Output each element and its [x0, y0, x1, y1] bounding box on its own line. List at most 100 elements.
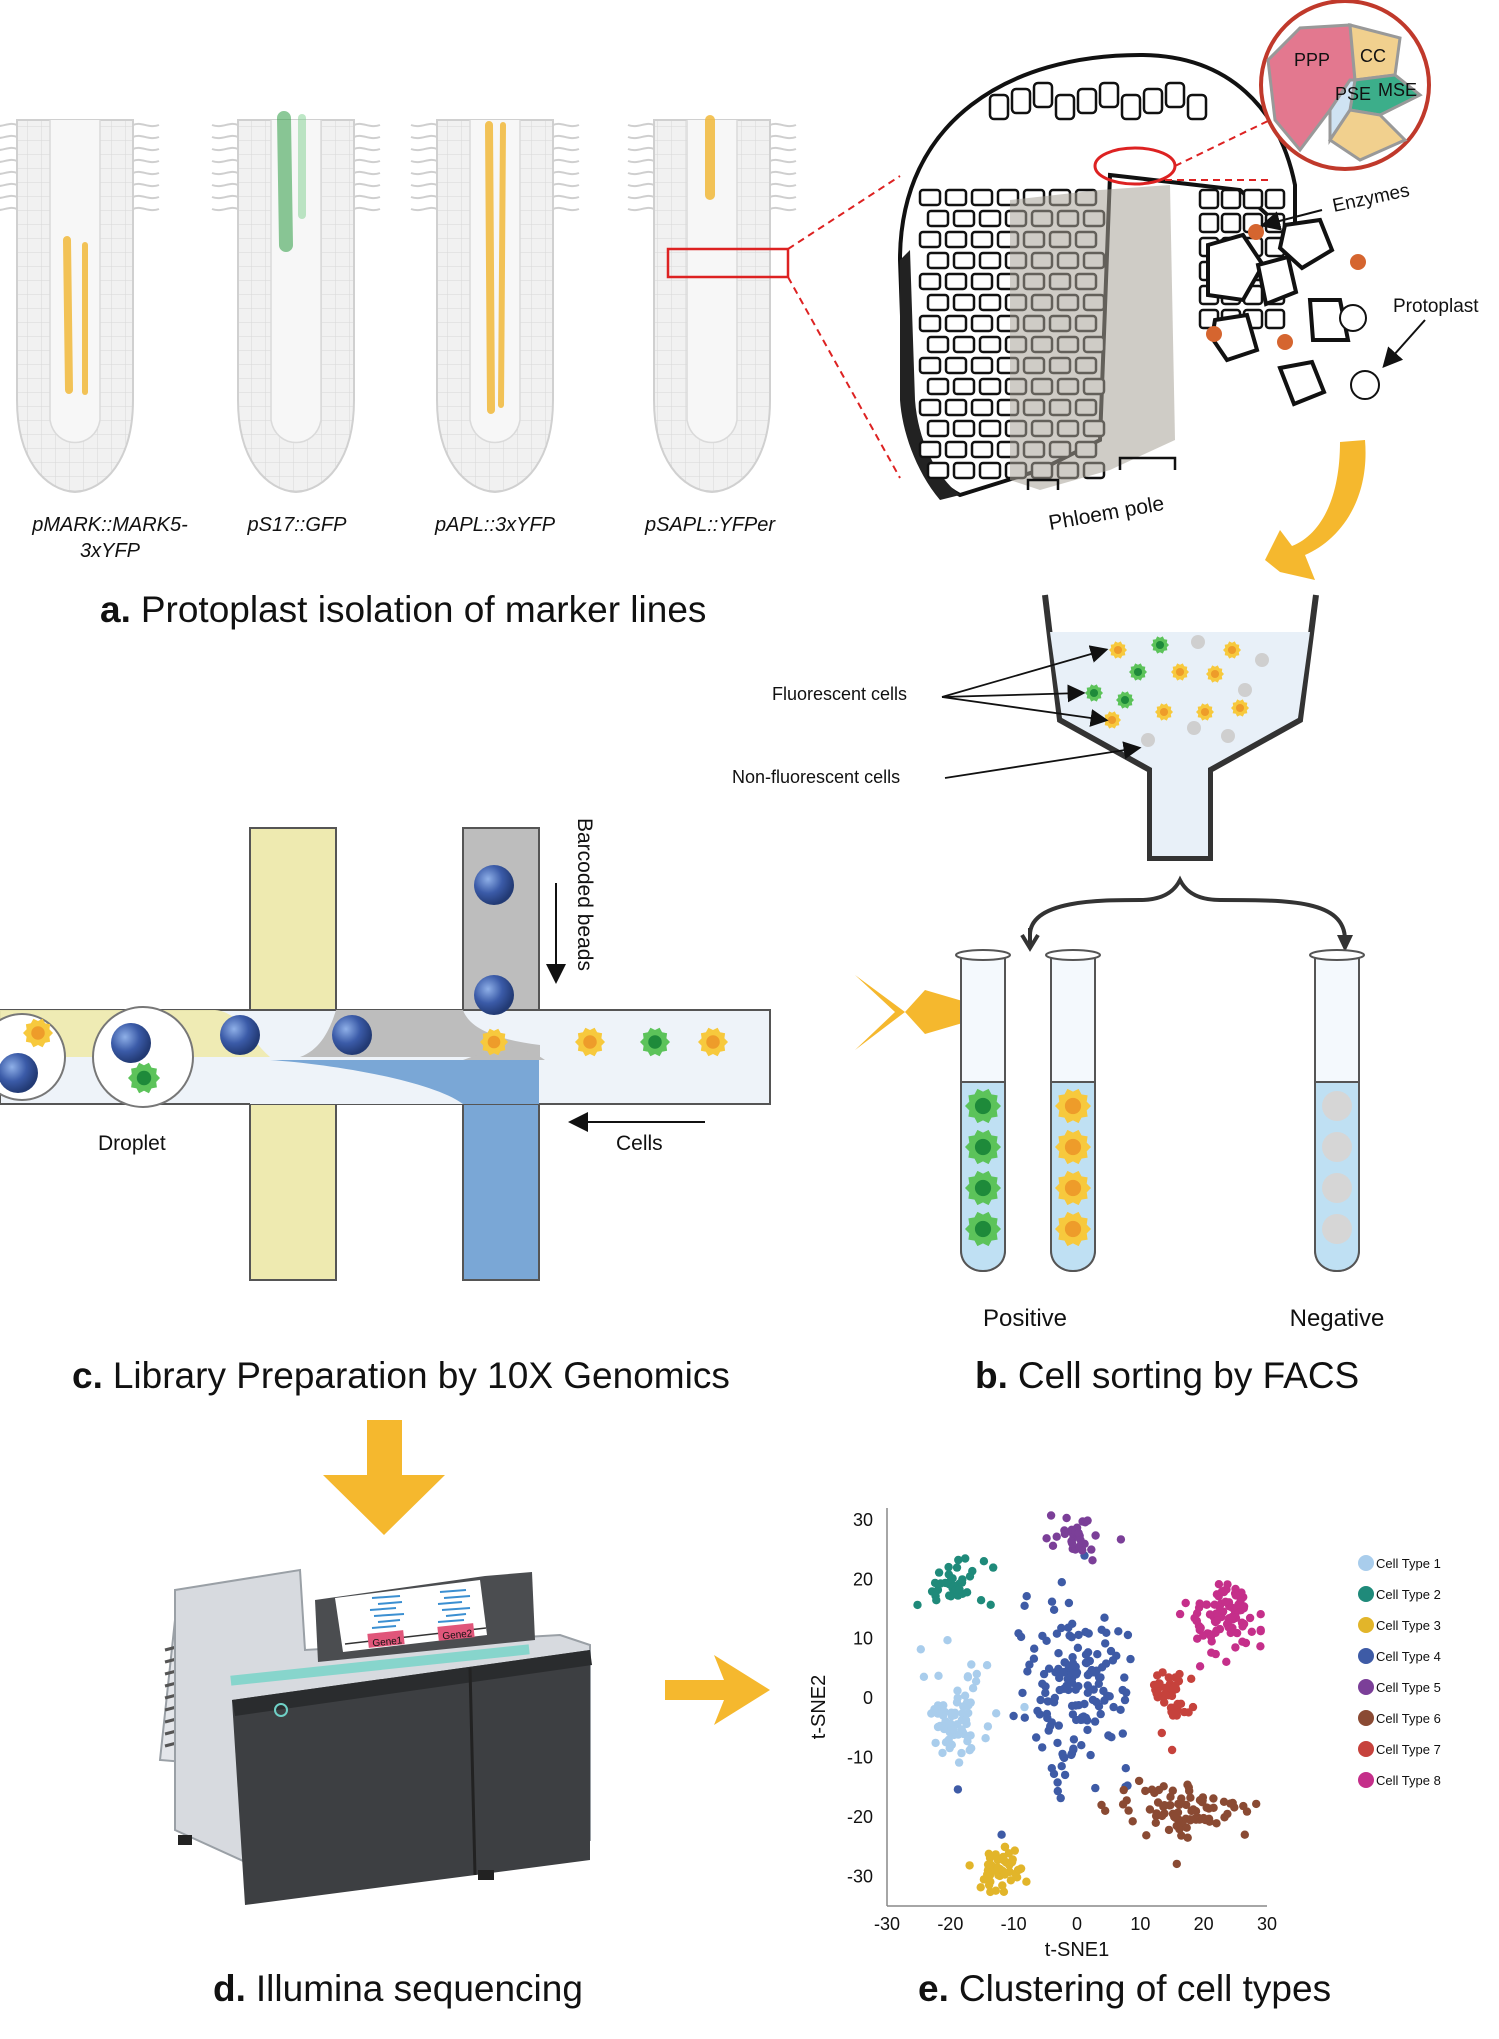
series-cell-type-8	[1175, 1580, 1265, 1671]
root-hair	[132, 206, 160, 212]
data-point	[955, 1585, 964, 1594]
data-point	[960, 1691, 970, 1700]
root-hair	[0, 122, 18, 127]
gene1-box	[367, 1630, 405, 1648]
data-point	[1109, 1702, 1118, 1712]
enzymes-label: Enzymes	[1331, 180, 1412, 217]
data-point	[982, 1661, 992, 1670]
root-hair	[627, 122, 655, 128]
data-point	[962, 1698, 972, 1707]
data-point	[1100, 1613, 1109, 1622]
y-axis-label: t-SNE2	[808, 1675, 830, 1739]
data-point	[1164, 1673, 1174, 1682]
data-point	[1052, 1532, 1061, 1541]
data-point	[1116, 1535, 1126, 1544]
cell	[978, 251, 1002, 270]
legend-marker	[1358, 1648, 1374, 1664]
cell	[970, 398, 994, 417]
cell	[1231, 699, 1249, 717]
cell	[952, 461, 976, 480]
cell	[1142, 87, 1164, 115]
data-point	[1038, 1743, 1047, 1752]
cell	[926, 377, 950, 396]
data-point	[1054, 1721, 1064, 1730]
data-point	[1084, 1629, 1093, 1638]
phloem-pole-label: Phloem pole	[1047, 492, 1166, 535]
x-tick-label: 10	[1130, 1914, 1150, 1934]
cell	[1220, 188, 1242, 210]
data-point	[1009, 1711, 1018, 1721]
legend-item: Cell Type 3	[1358, 1617, 1441, 1633]
cell	[1054, 93, 1076, 121]
data-point	[1068, 1653, 1077, 1662]
root-hair	[410, 170, 438, 176]
data-point	[1190, 1814, 1199, 1824]
cell	[1191, 635, 1205, 649]
root-hair	[410, 134, 438, 140]
data-point	[1153, 1671, 1162, 1680]
x-axis-label: t-SNE1	[1045, 1939, 1109, 1961]
data-point	[1181, 1598, 1190, 1608]
data-point	[1222, 1657, 1231, 1667]
y-tick-label: 20	[853, 1569, 873, 1589]
panel-title-text: Protoplast isolation of marker lines	[141, 589, 707, 630]
data-point	[1228, 1623, 1237, 1633]
data-point	[1174, 1799, 1183, 1809]
cell-label-cc: CC	[1360, 46, 1386, 66]
panel-title-text: Library Preparation by 10X Genomics	[113, 1355, 730, 1396]
data-point	[1036, 1695, 1045, 1705]
data-point	[934, 1671, 943, 1681]
data-point	[1018, 1688, 1027, 1698]
data-point	[1060, 1529, 1070, 1539]
data-point	[934, 1568, 944, 1577]
data-point	[1101, 1639, 1110, 1648]
panel-letter: c.	[72, 1355, 103, 1396]
root-hair	[627, 158, 655, 164]
data-point	[1126, 1654, 1135, 1664]
cell	[970, 230, 994, 249]
data-point	[1252, 1799, 1261, 1809]
root-hair	[353, 194, 381, 200]
data-point	[1039, 1669, 1049, 1679]
cell	[944, 398, 968, 417]
data-point	[1182, 1823, 1191, 1832]
cell	[944, 188, 968, 207]
data-point	[1192, 1609, 1202, 1618]
panel-title-text: Illumina sequencing	[256, 1968, 583, 2009]
root-hair	[552, 194, 580, 200]
data-point	[1076, 1535, 1085, 1545]
data-point	[930, 1578, 940, 1588]
marker-label: pAPL::3xYFP	[434, 514, 556, 536]
legend-marker	[1358, 1617, 1374, 1633]
root-hair	[0, 170, 18, 175]
cell	[1223, 641, 1241, 659]
sorted-tubes	[955, 949, 1365, 1272]
data-point	[1153, 1798, 1163, 1807]
data-point	[1177, 1831, 1186, 1840]
legend-item: Cell Type 2	[1358, 1586, 1441, 1602]
data-point	[1256, 1627, 1265, 1636]
cell-nucleus	[974, 1179, 992, 1197]
data-point	[1193, 1634, 1202, 1643]
data-point	[984, 1880, 994, 1890]
data-point	[1099, 1686, 1108, 1696]
cell	[1032, 81, 1054, 109]
data-point	[931, 1738, 940, 1748]
cell	[944, 314, 968, 333]
cell-nucleus	[648, 1035, 662, 1049]
legend-marker	[1358, 1586, 1374, 1602]
arrow-a-to-b	[1265, 440, 1366, 580]
root-hair	[627, 134, 655, 140]
data-point	[1053, 1738, 1062, 1748]
data-point	[1151, 1811, 1161, 1821]
cell	[918, 356, 942, 375]
data-point	[930, 1705, 939, 1714]
data-point	[1088, 1556, 1097, 1565]
panel-letter: b.	[975, 1355, 1008, 1396]
data-point	[1142, 1831, 1151, 1840]
data-point	[968, 1684, 978, 1693]
data-point	[1159, 1692, 1168, 1702]
cell	[575, 1027, 605, 1057]
data-point	[965, 1861, 974, 1870]
cell	[926, 209, 950, 228]
